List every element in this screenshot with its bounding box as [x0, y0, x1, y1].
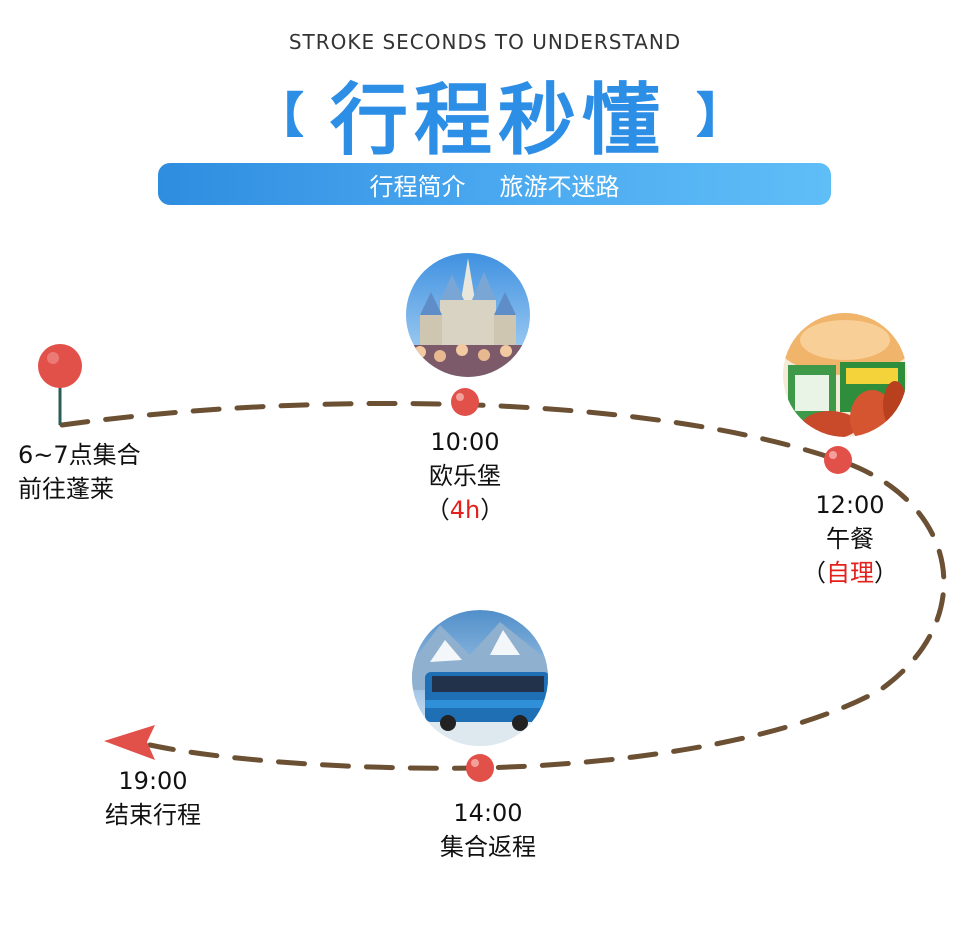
banner-left-text: 行程简介	[369, 172, 466, 201]
return-time: 14:00	[453, 799, 523, 827]
food-photo	[783, 313, 907, 437]
lunch-paren-close: ）	[874, 559, 898, 587]
start-label: 6~7点集合 前往蓬莱	[18, 438, 141, 506]
bracket-left: 【	[256, 88, 305, 144]
castle-photo	[406, 253, 530, 377]
map-pin-icon	[38, 344, 82, 425]
lunch-paren-open: （	[802, 559, 826, 587]
return-name: 集合返程	[440, 833, 536, 861]
end-name: 结束行程	[105, 801, 201, 829]
intro-banner: 行程简介 旅游不迷路	[158, 163, 831, 205]
castle-name: 欧乐堡	[429, 462, 501, 490]
castle-paren-open: （	[425, 496, 450, 524]
subtitle-english: STROKE SECONDS TO UNDERSTAND	[288, 30, 682, 54]
castle-duration: 4h	[449, 496, 481, 524]
lunch-note-line: （自理）	[785, 556, 915, 590]
page-title: 行程秒懂	[329, 76, 666, 166]
arrow-left-icon	[104, 725, 155, 760]
stop-dot-return	[466, 754, 494, 782]
castle-time: 10:00	[430, 428, 500, 456]
dashed-route	[59, 400, 947, 771]
castle-paren-close: ）	[480, 496, 505, 524]
title-row: 【 行程秒懂 】	[0, 58, 970, 166]
lunch-time: 12:00	[815, 491, 885, 519]
lunch-note: 自理	[826, 559, 874, 587]
start-line1: 6~7点集合	[18, 441, 141, 469]
end-time: 19:00	[118, 767, 188, 795]
castle-note-line: （4h）	[405, 493, 525, 527]
stop-dot-castle	[451, 388, 479, 416]
castle-label: 10:00 欧乐堡 （4h）	[405, 425, 525, 527]
start-line2: 前往蓬莱	[18, 475, 114, 503]
banner-right-text: 旅游不迷路	[499, 172, 620, 201]
lunch-label: 12:00 午餐 （自理）	[785, 488, 915, 590]
end-label: 19:00 结束行程	[88, 764, 218, 832]
bus-photo	[412, 610, 548, 746]
lunch-name: 午餐	[826, 525, 874, 553]
bracket-right: 】	[696, 88, 745, 144]
stop-dot-lunch	[824, 446, 852, 474]
return-label: 14:00 集合返程	[418, 796, 558, 864]
